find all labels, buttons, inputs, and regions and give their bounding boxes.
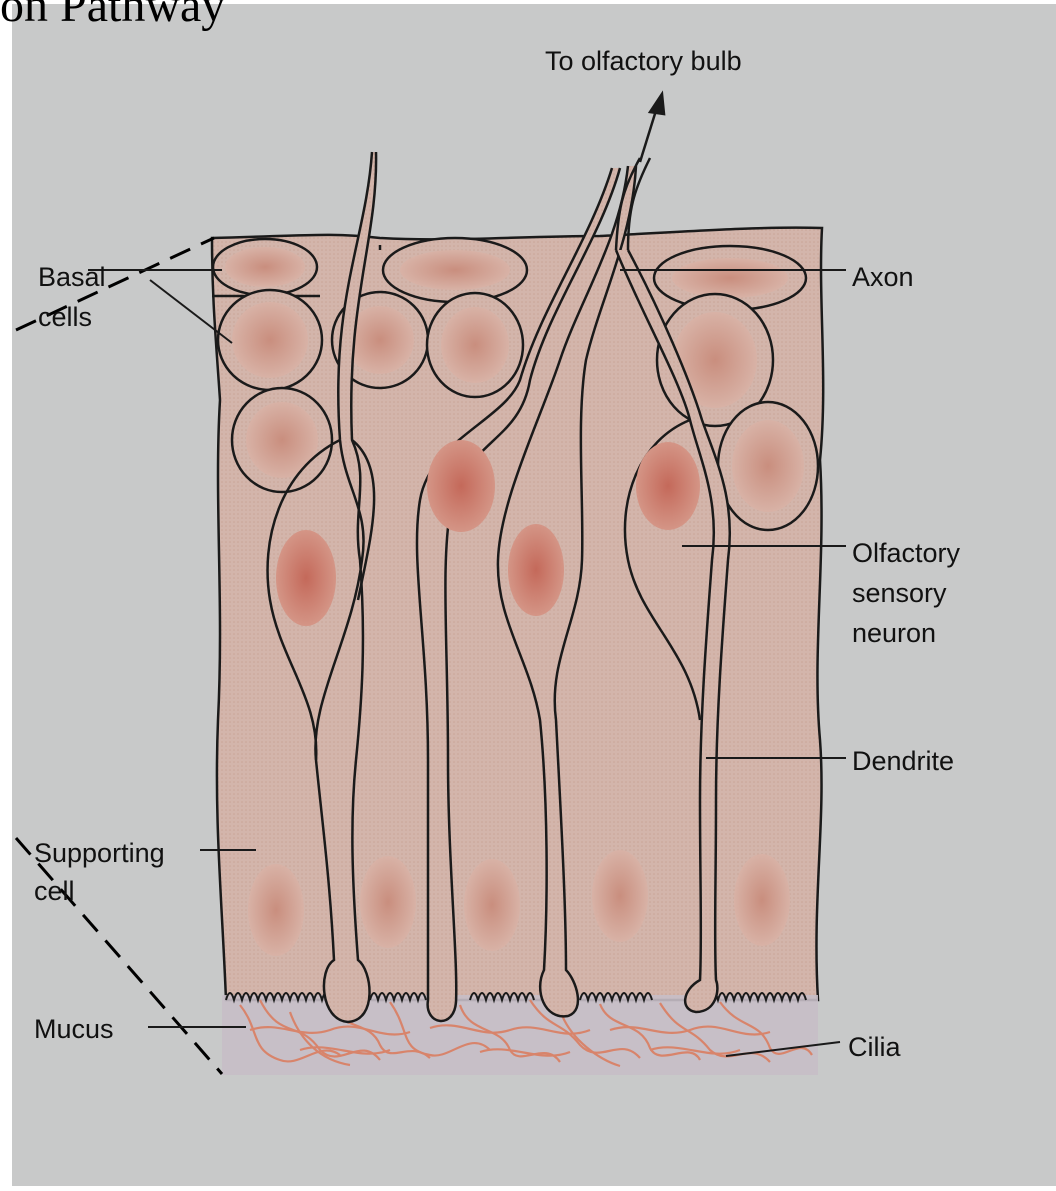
label-axon: Axon — [852, 262, 914, 292]
label-olfactory-line1: Olfactory — [852, 538, 961, 568]
label-basal-line2: cells — [38, 302, 92, 332]
slide-title-fragment: on Pathway — [0, 0, 225, 33]
label-cilia: Cilia — [848, 1032, 901, 1062]
label-basal-line1: Basal — [38, 262, 106, 292]
mucus-layer — [222, 995, 818, 1075]
label-supporting-line1: Supporting — [34, 838, 165, 868]
label-supporting-line2: cell — [34, 876, 75, 906]
label-olfactory-line3: neuron — [852, 618, 936, 648]
slide-margin — [0, 0, 12, 1186]
label-dendrite: Dendrite — [852, 746, 954, 776]
label-olfactory-line2: sensory — [852, 578, 947, 608]
label-to-olfactory-bulb: To olfactory bulb — [545, 46, 742, 76]
label-mucus: Mucus — [34, 1014, 114, 1044]
